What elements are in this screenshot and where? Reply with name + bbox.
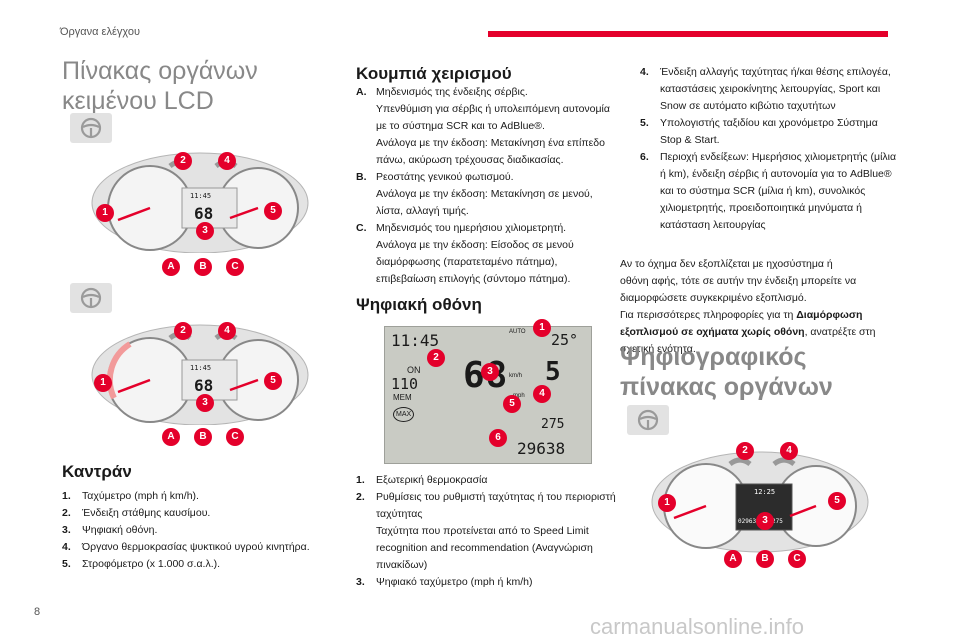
page-number: 8 [34, 606, 41, 618]
lcd-instrument-cluster-1: 68 11:45 1 2 4 3 5 A B C [90, 148, 310, 278]
lcd-auto-label: AUTO [509, 329, 526, 335]
marker-3: 3 [196, 394, 214, 412]
lcd-max-label: MAX [393, 407, 415, 422]
lcd-clock: 11:45 [391, 331, 440, 350]
lcd-legend-list-continued: 4.Ένδειξη αλλαγής ταχύτητας ή/και θέσης … [640, 64, 910, 234]
lcd-gear-indicator: 5 [545, 357, 561, 387]
button-a-marker: A [162, 428, 180, 446]
marker-2: 2 [174, 322, 192, 340]
button-b-marker: B [756, 550, 774, 568]
button-b-marker: B [194, 258, 212, 276]
steering-wheel-icon [70, 113, 112, 143]
list-item: 5.Στροφόμετρο (x 1.000 σ.α.λ.). [62, 558, 221, 570]
list-item: 2.Ρυθμίσεις του ρυθμιστή ταχύτητας ή του… [356, 491, 616, 503]
marker-1: 1 [94, 374, 112, 392]
cluster3-clock-readout: 12:25 [754, 488, 776, 496]
button-b-marker: B [194, 428, 212, 446]
marker-4: 4 [218, 152, 236, 170]
cluster3-trip-readout: 275 [772, 518, 783, 525]
list-item: 3.Ψηφιακή οθόνη. [62, 524, 158, 536]
list-item: 4.Ένδειξη αλλαγής ταχύτητας ή/και θέσης … [640, 66, 891, 78]
marker-5: 5 [264, 202, 282, 220]
button-c-marker: C [226, 428, 244, 446]
lcd-unit-mph: mph [513, 393, 525, 399]
marker-1: 1 [658, 494, 676, 512]
header-accent-bar [488, 31, 888, 37]
control-buttons-heading: Κουμπιά χειρισμού [356, 64, 512, 83]
marker-3: 3 [196, 222, 214, 240]
list-item: 6.Περιοχή ενδείξεων: Ημερήσιος χιλιομετρ… [640, 151, 897, 163]
lcd-outside-temp: 25° [551, 331, 579, 349]
lcd-on-label: ON [407, 365, 421, 375]
button-a-marker: A [162, 258, 180, 276]
list-item: B.Ρεοστάτης γενικού φωτισμού. [356, 171, 514, 183]
marker-3: 3 [481, 363, 499, 381]
button-c-marker: C [788, 550, 806, 568]
cluster3-odometer-readout: 029632 [738, 518, 760, 525]
digital-display-heading: Ψηφιακή οθόνη [356, 295, 482, 314]
button-a-marker: A [724, 550, 742, 568]
marker-1: 1 [96, 204, 114, 222]
lcd-trip: 275 [541, 417, 565, 432]
lcd-ref-speed: 110 [391, 375, 419, 393]
lcd-legend-list: 1.Εξωτερική θερμοκρασία 2.Ρυθμίσεις του … [356, 472, 636, 591]
marker-4: 4 [218, 322, 236, 340]
list-item: 3.Ψηφιακό ταχύμετρο (mph ή km/h) [356, 576, 533, 588]
marker-3: 3 [756, 512, 774, 530]
lcd-unit-kmh: km/h [509, 373, 523, 379]
steering-wheel-icon [627, 405, 669, 435]
cluster2-clock-readout: 11:45 [190, 364, 212, 372]
page-header-title: Όργανα ελέγχου [60, 26, 140, 38]
lcd-mem-label: MEM [393, 393, 412, 402]
configuration-paragraph: Αν το όχημα δεν εξοπλίζεται με ηχοσύστημ… [620, 258, 876, 355]
dashboard-list: 1.Ταχύμετρο (mph ή km/h). 2.Ένδειξη στάθ… [62, 488, 352, 573]
cluster1-clock-readout: 11:45 [190, 192, 212, 200]
marker-4: 4 [533, 385, 551, 403]
digital-instrument-cluster: 12:25 275 029632 1 2 4 3 5 A B C [650, 442, 870, 574]
cluster1-speed-readout: 68 [194, 204, 214, 223]
digital-cluster-title: Ψηφιογραφικός πίνακας οργάνων [620, 343, 833, 401]
list-item: 2.Ένδειξη στάθμης καυσίμου. [62, 507, 211, 519]
marker-5: 5 [503, 395, 521, 413]
steering-wheel-icon [70, 283, 112, 313]
marker-5: 5 [264, 372, 282, 390]
marker-2: 2 [427, 349, 445, 367]
dashboard-heading: Καντράν [62, 462, 132, 481]
lcd-cluster-title: Πίνακας οργάνων κειμένου LCD [62, 57, 258, 115]
list-item: A.Μηδενισμός της ένδειξης σέρβις. [356, 86, 528, 98]
button-c-marker: C [226, 258, 244, 276]
marker-2: 2 [736, 442, 754, 460]
marker-1: 1 [533, 319, 551, 337]
lcd-odometer: 29638 [517, 439, 566, 458]
marker-5: 5 [828, 492, 846, 510]
control-buttons-list: A.Μηδενισμός της ένδειξης σέρβις. Υπενθύ… [356, 84, 626, 288]
marker-2: 2 [174, 152, 192, 170]
marker-6: 6 [489, 429, 507, 447]
list-item: 1.Εξωτερική θερμοκρασία [356, 474, 488, 486]
list-item: 1.Ταχύμετρο (mph ή km/h). [62, 490, 199, 502]
digital-lcd-screen: 11:45 AUTO 25° ON 110 MEM MAX 68 km/h mp… [384, 319, 592, 464]
list-item: C.Μηδενισμός του ημερήσιου χιλιομετρητή. [356, 222, 567, 234]
list-item: 5.Υπολογιστής ταξιδίου και χρονόμετρο Σύ… [640, 117, 878, 129]
lcd-instrument-cluster-2: 68 11:45 1 2 4 3 5 A B C [90, 320, 310, 450]
list-item: 4.Όργανο θερμοκρασίας ψυκτικού υγρού κιν… [62, 541, 310, 553]
marker-4: 4 [780, 442, 798, 460]
cluster2-speed-readout: 68 [194, 376, 214, 395]
watermark: carmanualsonline.info [590, 614, 805, 639]
